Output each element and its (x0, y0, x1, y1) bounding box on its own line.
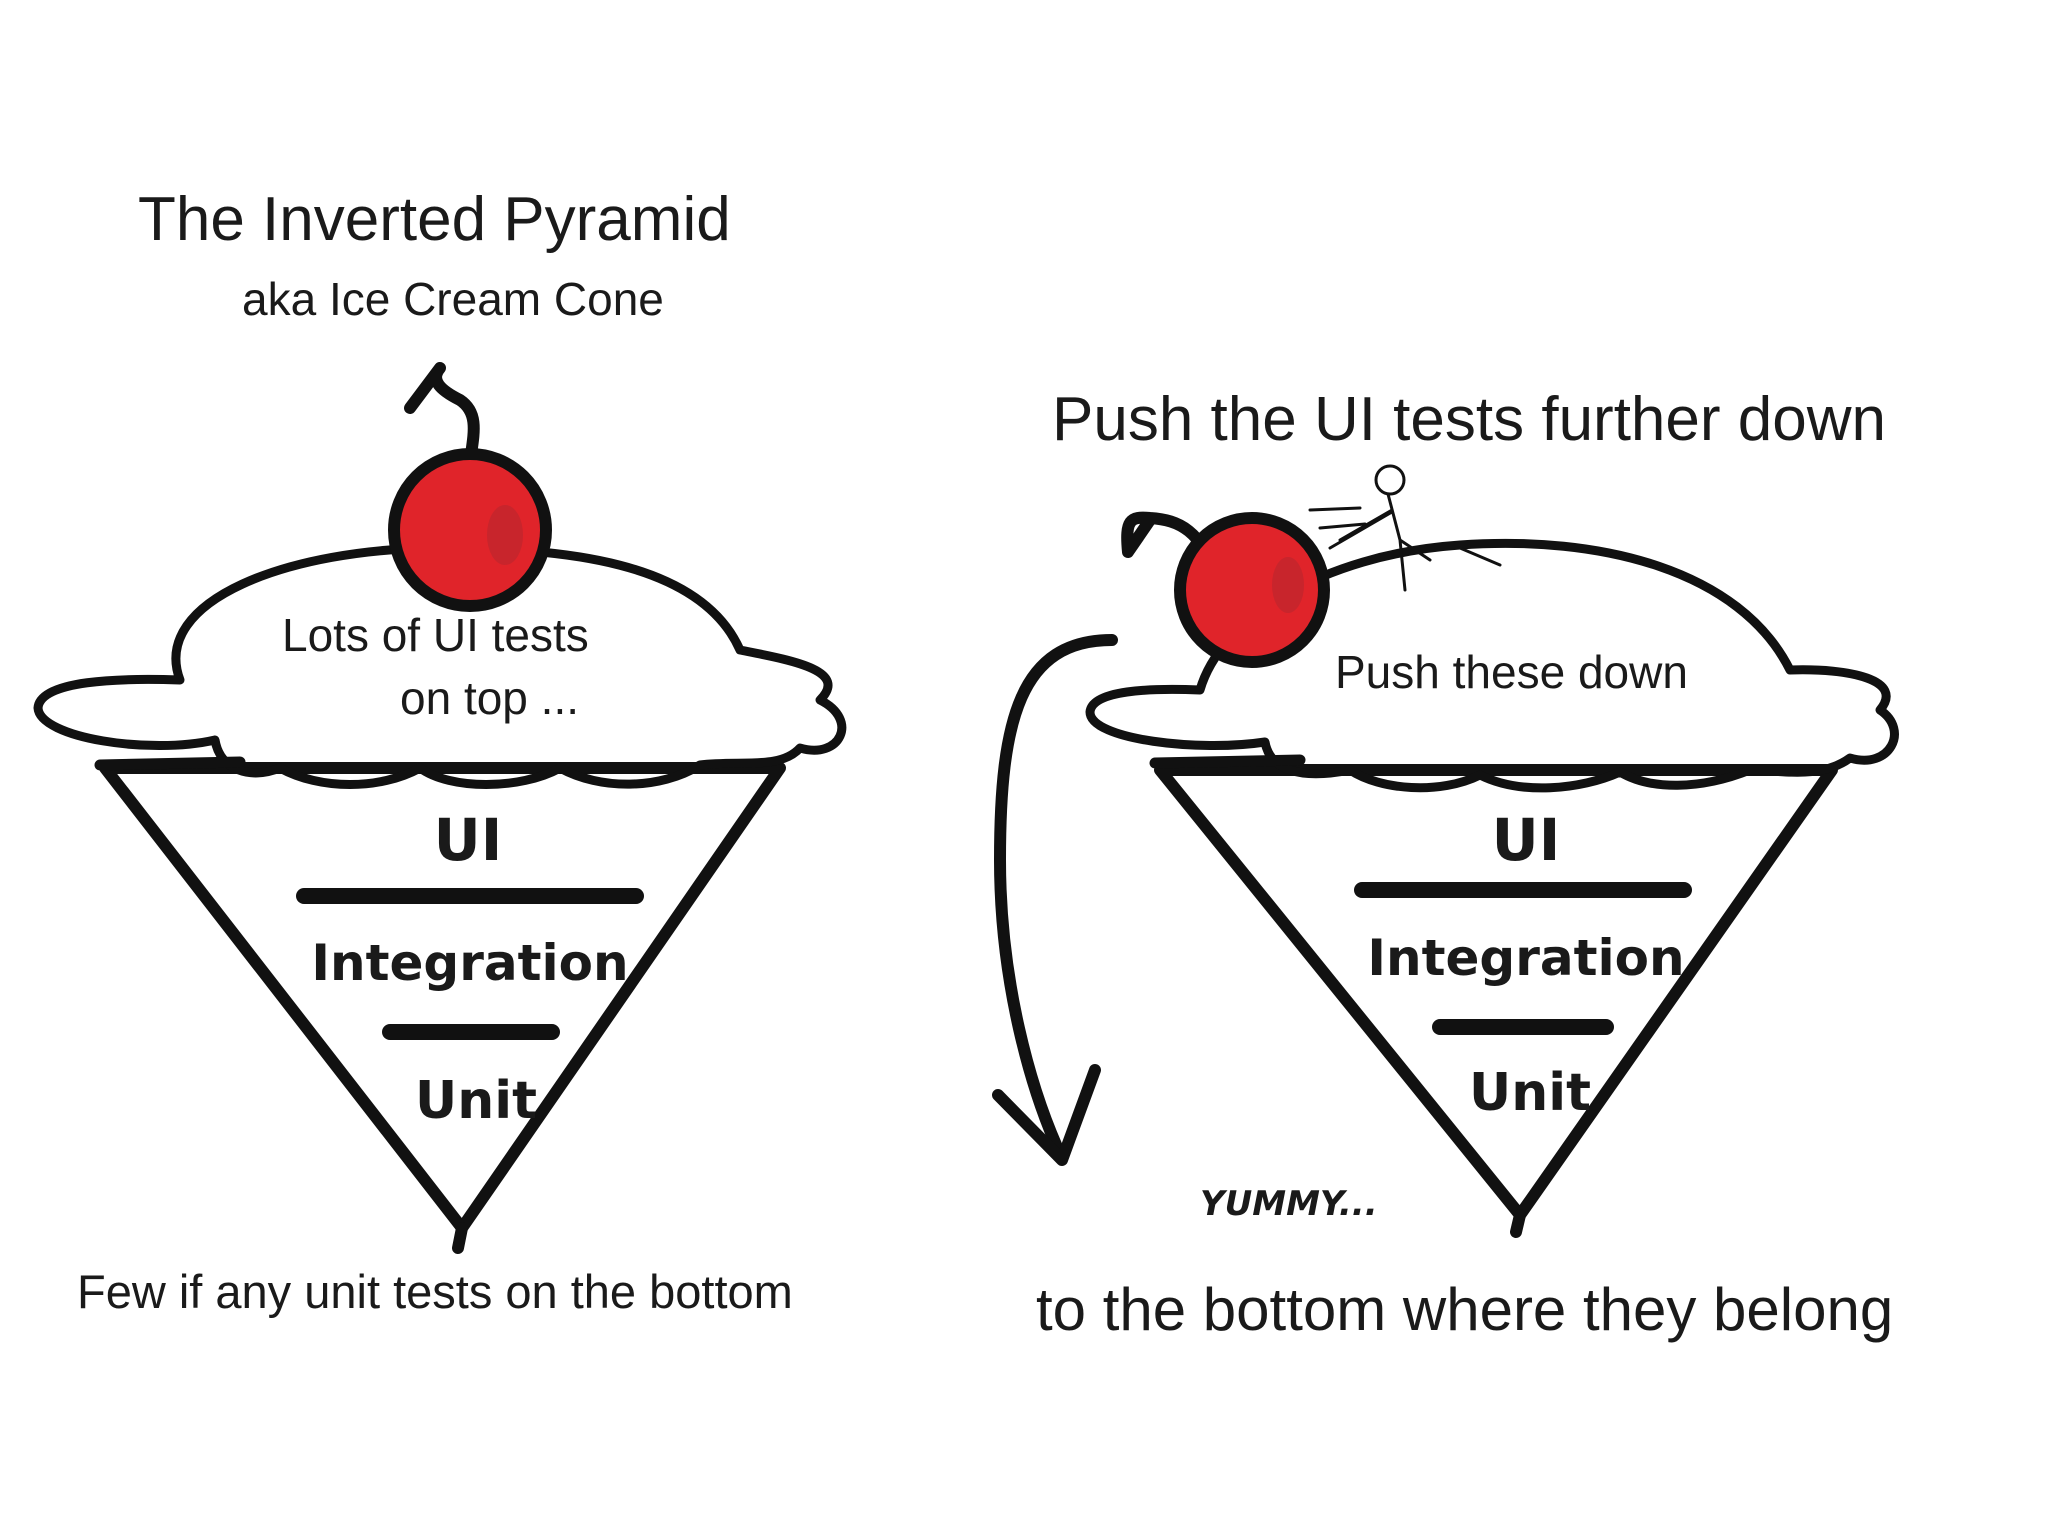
stick-figure-icon (1308, 464, 1502, 592)
yummy-text: YUMMY... (1200, 1184, 1378, 1224)
right-layer-unit: Unit (1469, 1063, 1591, 1123)
right-cherry-icon (1174, 512, 1330, 668)
left-caption: Few if any unit tests on the bottom (77, 1265, 793, 1318)
left-layer-ui: UI (434, 806, 503, 874)
right-panel: Push the UI tests further down Push thes… (992, 385, 1899, 1343)
right-caption: to the bottom where they belong (1036, 1276, 1893, 1343)
right-cone (1154, 764, 1838, 1221)
down-arrow-icon (994, 634, 1118, 1164)
left-layer-integration: Integration (311, 934, 628, 992)
left-ice-cream-scoop (33, 543, 847, 789)
left-subtitle: aka Ice Cream Cone (242, 273, 664, 325)
left-cherry-icon (388, 448, 552, 612)
right-layer-integration: Integration (1367, 929, 1684, 987)
left-scoop-text-line2: on top ... (400, 672, 579, 724)
left-cone (99, 762, 786, 1234)
left-scoop-text-line1: Lots of UI tests (282, 609, 589, 661)
right-layer-ui: UI (1492, 806, 1561, 874)
right-scoop-text: Push these down (1335, 646, 1688, 698)
right-ice-cream-scoop (1085, 538, 1899, 793)
left-layer-unit: Unit (415, 1071, 537, 1131)
left-panel: The Inverted Pyramid aka Ice Cream Cone … (33, 185, 847, 1318)
left-title: The Inverted Pyramid (138, 185, 731, 254)
right-title: Push the UI tests further down (1052, 385, 1886, 454)
